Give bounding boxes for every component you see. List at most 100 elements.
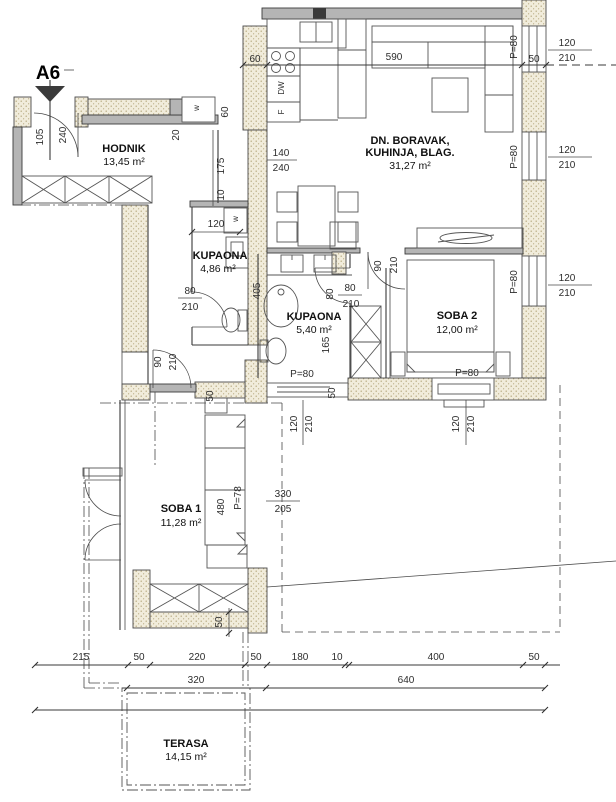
room-boravak-2: KUHINJA, BLAG. [365,147,454,159]
dim-10b: 10 [216,189,227,201]
room-soba2-area: 12,00 m² [436,324,478,336]
bath2-door [314,267,351,304]
kitchen-units [266,18,367,123]
room-kupaona2: KUPAONA [287,311,342,323]
win1-w: 120 [559,38,576,49]
room-terasa-area: 14,15 m² [165,751,207,763]
dim-50b: 50 [250,652,262,663]
window-right-3 [521,255,547,307]
room-hodnik-area: 13,45 m² [103,156,145,168]
leader-line [266,560,616,588]
coffee-table-icon [431,77,469,113]
dim-140: 140 [273,148,290,159]
dim-living-width: 590 [386,52,403,63]
dim-330: 330 [275,489,292,500]
bath2-door-a: 80 [325,288,336,300]
dim-p78: P=78 [233,486,244,510]
wardrobe-icon [206,543,248,569]
washer-icon [223,207,248,234]
dim-480: 480 [216,498,227,515]
dim-50-wardrobe: 50 [214,616,225,628]
terrace [82,467,251,791]
shower-icon [225,236,249,269]
s2win-h: 210 [466,415,477,432]
win3-parapet: P=80 [509,270,520,294]
nightstand-icon [204,397,228,414]
washer-label: w [231,216,240,223]
dishwasher-label: DW [277,81,286,95]
window-right-1 [521,25,547,73]
partitions [147,130,391,384]
win3-h: 210 [559,288,576,299]
room-soba1: SOBA 1 [161,503,202,515]
furniture [21,18,524,613]
reference-lines [20,64,616,633]
toilet-icon [259,337,287,365]
tv-dresser-icon [416,227,524,249]
dim-320: 320 [188,675,205,686]
nightstand-icon [390,351,406,377]
room-labels: A6 HODNIK 13,45 m² DN. BORAVAK, KUHINJA,… [36,63,478,763]
dim-50-left: 50 [205,390,216,402]
nightstand-icon [495,351,511,377]
room-boravak-1: DN. BORAVAK, [370,135,449,147]
entry-door-w: 105 [35,128,46,145]
tv-icon [439,232,493,244]
annotations: 60 590 50 P=80 120 210 P=80 120 210 P=80… [35,35,592,637]
dim-180: 180 [292,652,309,663]
soba1-door [149,349,197,393]
soba2-door-w: 90 [373,260,384,272]
room-kupaona1: KUPAONA [193,250,248,262]
bed-icon [406,259,495,373]
bed-icon [204,414,246,546]
room-soba2: SOBA 2 [437,310,478,322]
walls [12,0,547,634]
soba2-door-h: 210 [389,256,400,273]
stove-icon [266,47,301,77]
hall-closet-icon [21,175,153,204]
dim-165: 165 [321,336,332,353]
dim-400: 400 [428,652,445,663]
sofa [371,25,514,133]
bath1-door [191,291,228,328]
dim-215: 215 [73,652,90,663]
bath1-fixtures [221,207,249,333]
room-kupaona1-area: 4,86 m² [200,263,236,275]
dim-50-right: 50 [327,387,338,399]
s2win-parapet: P=80 [455,368,479,379]
cabinet-icon [329,221,357,250]
soba2-door [367,251,406,290]
soba2-furniture [390,227,524,377]
dim-50a: 50 [133,652,145,663]
bathtub-icon [263,284,299,328]
win1-h: 210 [559,53,576,64]
dim-10: 10 [331,652,343,663]
bath2-door-w: 80 [344,283,356,294]
windows [84,25,547,630]
soba1-door-h: 210 [168,353,179,370]
dim-175: 175 [216,157,227,174]
room-hodnik: HODNIK [102,143,145,155]
toilet-icon [221,307,248,333]
doors [33,112,406,393]
room-soba1-area: 11,28 m² [161,517,202,529]
bath2-door-h: 210 [343,299,360,310]
bath1-door-h: 210 [182,302,199,313]
win2-w: 120 [559,145,576,156]
dimension-rows: 215 50 220 50 180 10 400 50 320 640 [31,652,560,714]
soba1-furniture [149,397,249,613]
dim-20: 20 [171,129,182,141]
shaft-icon [350,305,382,379]
dim-kitchen-col: 60 [249,54,261,65]
s1win-w: 120 [289,415,300,432]
window-right-2 [521,131,547,181]
s1win-h: 210 [304,415,315,432]
dim-bath1-w: 120 [208,219,225,230]
dim-405: 405 [252,282,263,299]
s2win-w: 120 [451,415,462,432]
window-soba1-west [84,400,126,630]
dining-set [276,185,359,247]
win2-h: 210 [559,160,576,171]
niche-w-label: w [192,105,201,112]
dim-220: 220 [189,652,206,663]
